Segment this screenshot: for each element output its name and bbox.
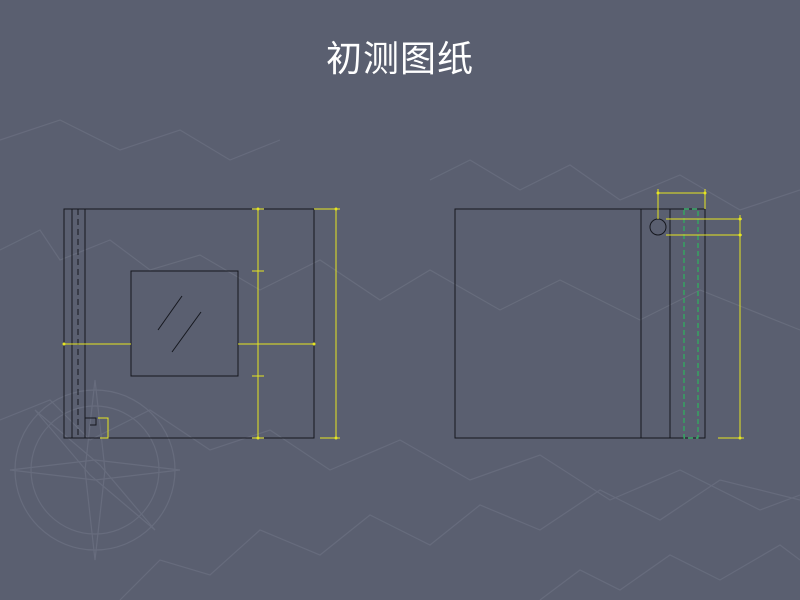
hinge-circle — [649, 218, 667, 236]
watermark-contour-3 — [119, 479, 800, 600]
front-view — [62, 207, 340, 440]
side-view — [454, 189, 744, 440]
latch-detail — [85, 417, 97, 426]
watermark-contour-1 — [0, 229, 800, 331]
watermark-contour-2 — [0, 399, 800, 511]
slide-title: 初测图纸 — [325, 39, 474, 80]
watermark-contour-5 — [0, 119, 281, 161]
side-view-dimension-dots — [656, 191, 742, 440]
front-view-outline — [63, 208, 315, 439]
front-view-dimensions — [64, 208, 340, 439]
watermark-contour-6 — [539, 544, 800, 600]
watermark-contour-4 — [429, 159, 800, 211]
side-view-centerline — [683, 208, 699, 439]
window-outline — [130, 270, 239, 377]
glass-hatch — [157, 295, 202, 353]
side-view-outline — [454, 208, 706, 439]
side-view-dimensions — [657, 189, 744, 439]
front-view-dimension-dots — [62, 207, 338, 440]
dim-latch-detail — [98, 417, 109, 439]
compass-rose-icon — [9, 379, 181, 561]
